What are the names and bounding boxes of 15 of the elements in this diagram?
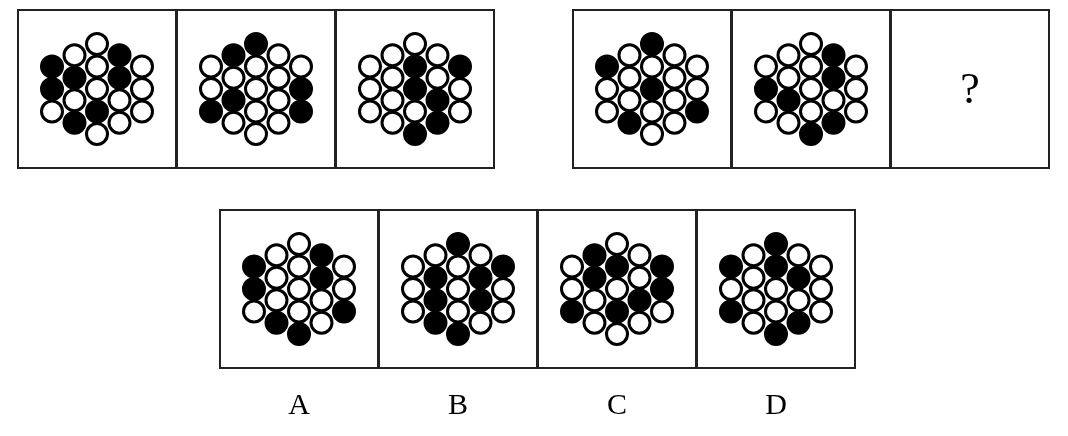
option-letter: A (287, 389, 311, 419)
option-letter: B (447, 389, 469, 419)
puzzle-panel (17, 9, 177, 169)
puzzle-panel (731, 9, 891, 169)
puzzle-panel (890, 9, 1050, 169)
puzzle-panel (378, 209, 538, 369)
option-letter: D (764, 389, 788, 419)
puzzle-panel (219, 209, 379, 369)
puzzle-panel (537, 209, 697, 369)
puzzle-panel (176, 9, 336, 169)
question-mark: ? (960, 67, 980, 111)
puzzle-panel (696, 209, 856, 369)
puzzle-panel (572, 9, 732, 169)
option-letter: C (606, 389, 628, 419)
puzzle-panel (335, 9, 495, 169)
